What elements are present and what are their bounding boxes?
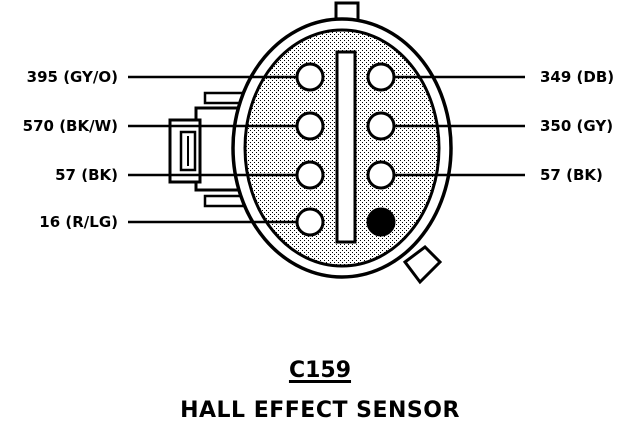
connector-name: HALL EFFECT SENSOR [180, 398, 460, 423]
locking-tab [402, 245, 443, 285]
pin-cavity [295, 62, 325, 92]
left-pin-label: 570 (BK/W) [23, 117, 118, 135]
right-pin-label: 57 (BK) [540, 166, 603, 184]
right-pin-column: 349 (DB) 350 (GY) 57 (BK) [366, 62, 614, 237]
pin-cavity [295, 111, 325, 141]
right-pin-label: 350 (GY) [540, 117, 613, 135]
left-pin-label: 16 (R/LG) [39, 213, 118, 231]
left-pin-label: 57 (BK) [55, 166, 118, 184]
pin-cavity [295, 160, 325, 190]
left-pin-label: 395 (GY/O) [27, 68, 118, 86]
right-pin-label: 349 (DB) [540, 68, 614, 86]
pin-cavity-plugged [366, 207, 396, 237]
left-pin-column: 395 (GY/O) 570 (BK/W) 57 (BK) 16 (R/LG) [23, 62, 325, 237]
pin-cavity [366, 62, 396, 92]
pin-cavity [366, 160, 396, 190]
pin-cavity [366, 111, 396, 141]
pin-cavity [295, 207, 325, 237]
center-divider [335, 50, 357, 244]
connector-id: C159 [288, 358, 352, 383]
